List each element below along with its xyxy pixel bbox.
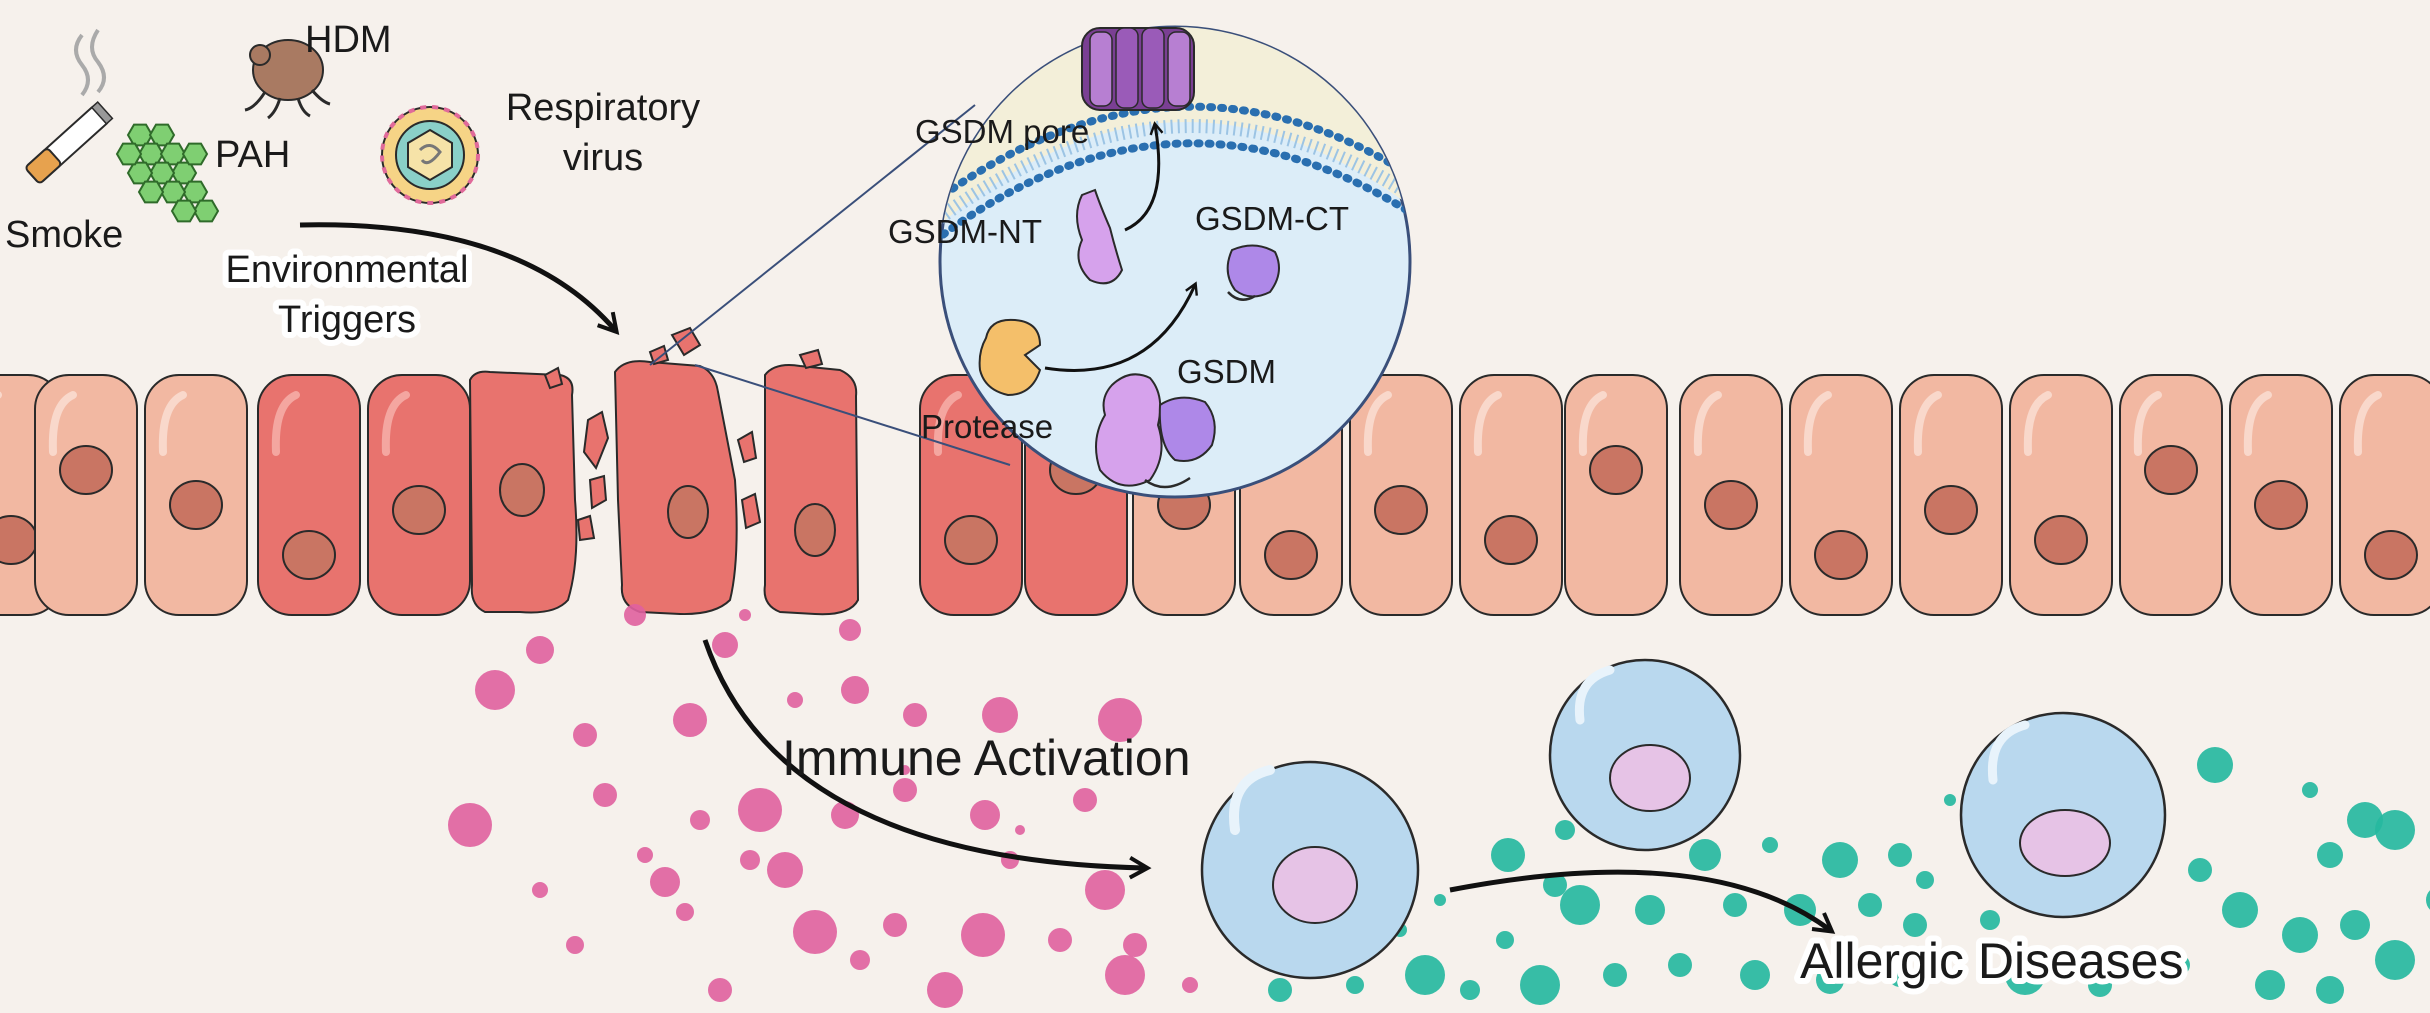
epithelial-cell [2229, 374, 2333, 616]
gsdm-nt-label: GSDM-NT [888, 213, 1042, 250]
nucleus [1374, 485, 1428, 535]
allergic-diseases-label: Allergic Diseases [1800, 933, 2183, 989]
cell-fragment [670, 326, 702, 357]
nucleus [1814, 530, 1868, 580]
gsdm-pore-icon [1081, 27, 1195, 111]
epithelial-cell [34, 374, 138, 616]
nucleus [2144, 445, 2198, 495]
nucleus [499, 463, 545, 517]
cell-fragment [576, 514, 596, 542]
nucleus [667, 485, 709, 539]
smoke-icon [25, 28, 114, 184]
house-dust-mite-icon [244, 39, 331, 120]
epithelial-cell [1789, 374, 1893, 616]
epithelial-cell [919, 374, 1023, 616]
nucleus [282, 530, 336, 580]
cell-fragment [736, 430, 758, 464]
nucleus [1704, 480, 1758, 530]
nucleus [2034, 515, 2088, 565]
gsdm-full-length-icon [1095, 373, 1216, 489]
cell-fragment [588, 474, 608, 510]
ruptured-cell-right [763, 364, 860, 616]
epithelial-cell [1899, 374, 2003, 616]
nucleus [2254, 480, 2308, 530]
nucleus [392, 485, 446, 535]
gsdm-ct-label: GSDM-CT [1195, 200, 1349, 237]
gsdm-ct-icon [1226, 244, 1280, 298]
nucleus [1264, 530, 1318, 580]
epithelial-cell [2119, 374, 2223, 616]
nucleus [944, 515, 998, 565]
immune-activation-arrow [702, 639, 1152, 880]
cleavage-arrow [1044, 281, 1198, 372]
cell-fragment [740, 492, 762, 530]
nucleus [2364, 530, 2418, 580]
immune-cell [1548, 658, 1742, 852]
immune-cell [1200, 760, 1420, 980]
epithelial-cell [144, 374, 248, 616]
magnification-lines [649, 104, 1011, 466]
hdm-label: HDM [305, 19, 392, 61]
damaged-cell-fragments [468, 326, 860, 616]
nucleus [169, 480, 223, 530]
epithelial-cell [257, 374, 361, 616]
nucleus [59, 445, 113, 495]
epithelial-cell [1679, 374, 1783, 616]
pink-cytokine-particles [448, 604, 1198, 1008]
damaged-cell-nuclei [499, 463, 836, 557]
epithelial-cell [367, 374, 471, 616]
gsdm-pore-label: GSDM pore [915, 113, 1089, 150]
environmental-label: Environmental [226, 249, 469, 291]
nucleus [1484, 515, 1538, 565]
immune-cell [1959, 711, 2167, 919]
immune-activation-label: Immune Activation [782, 730, 1191, 786]
nt-to-pore-arrow [1124, 121, 1164, 232]
respiratory-virus-icon [380, 105, 480, 205]
gsdm-nt-icon [1076, 188, 1124, 285]
nucleus [794, 503, 836, 557]
trigger-arrow [299, 222, 620, 335]
epithelial-cell [2009, 374, 2113, 616]
triggers-label: Triggers [278, 299, 416, 341]
cell-fragment [582, 410, 610, 471]
cell-fragment [543, 366, 564, 390]
teal-mediator-particles [1268, 747, 2430, 1005]
cell-fragment [648, 344, 670, 366]
ruptured-cell-center [613, 360, 738, 616]
epithelial-cell [1349, 374, 1453, 616]
virus-label: virus [563, 137, 643, 179]
allergic-diseases-arrow [1449, 869, 1836, 934]
epithelial-cell [1459, 374, 1563, 616]
pyroptosis-inset: GSDM pore GSDM-NT GSDM-CT GSDM Protease [888, 25, 1412, 499]
nucleus [1924, 485, 1978, 535]
protease-icon [978, 318, 1042, 397]
pah-label: PAH [215, 134, 290, 176]
epithelial-cell [2339, 374, 2430, 616]
nucleus [1589, 445, 1643, 495]
protease-label: Protease [921, 408, 1053, 445]
cell-fragment [798, 348, 824, 370]
smoke-label: Smoke [5, 214, 123, 256]
pah-molecule-icon [115, 123, 220, 223]
respiratory-label: Respiratory [506, 87, 700, 129]
gsdm-label: GSDM [1177, 353, 1276, 390]
epithelial-cell [1564, 374, 1668, 616]
